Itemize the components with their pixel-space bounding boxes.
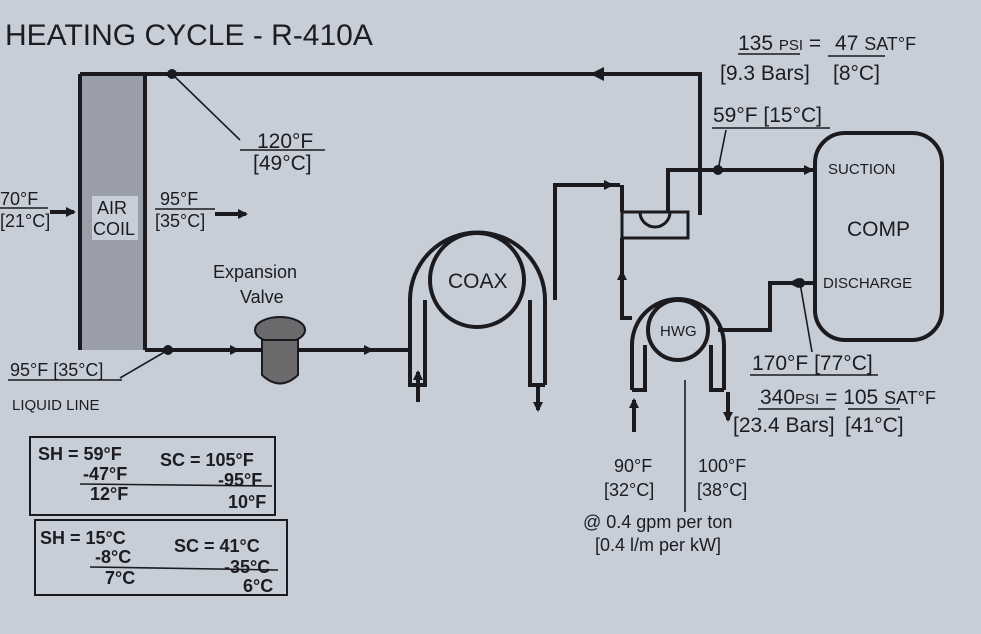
reversing-valve	[620, 185, 690, 240]
air-in-f: 70°F	[0, 189, 38, 209]
discharge-temp: 170°F [77°C]	[752, 352, 873, 375]
svg-text:6°C: 6°C	[243, 576, 273, 596]
expansion-valve-icon	[254, 316, 306, 385]
suction-sat-c: [8°C]	[833, 62, 880, 85]
svg-text:12°F: 12°F	[90, 484, 128, 504]
vapor-temp-c: [49°C]	[253, 152, 312, 175]
superheat-subcool-fahrenheit: SH = 59°F -47°F 12°F SC = 105°F -95°F 10…	[29, 436, 276, 516]
hwg-label: HWG	[660, 323, 697, 340]
suction-bars: [9.3 Bars]	[720, 62, 810, 85]
compressor	[813, 131, 944, 342]
flow-arrow-icon	[590, 67, 604, 81]
diagram-title: HEATING CYCLE - R-410A	[5, 19, 373, 52]
discharge-sat-c: [41°C]	[845, 414, 904, 437]
expansion-valve-label-2: Valve	[240, 287, 284, 307]
svg-text:7°C: 7°C	[105, 568, 135, 588]
svg-text:10°F: 10°F	[228, 492, 266, 512]
water-in-f: 90°F	[614, 456, 652, 476]
air-out-f: 95°F	[160, 189, 198, 209]
liquid-line-label: LIQUID LINE	[12, 397, 100, 414]
coax-label: COAX	[448, 270, 508, 293]
svg-text:-47°F: -47°F	[83, 464, 127, 484]
discharge-bars: [23.4 Bars]	[733, 414, 835, 437]
expansion-valve-label-1: Expansion	[213, 262, 297, 282]
air-out-c: [35°C]	[155, 211, 205, 231]
discharge-label: DISCHARGE	[823, 275, 912, 292]
flow-rate: @ 0.4 gpm per ton	[583, 512, 732, 532]
svg-text:-8°C: -8°C	[95, 547, 131, 567]
flow-rate-metric: [0.4 l/m per kW]	[595, 535, 721, 555]
suction-temp: 59°F [15°C]	[713, 104, 822, 127]
liquid-line-temp: 95°F [35°C]	[10, 360, 103, 380]
vapor-temp-f: 120°F	[257, 130, 313, 153]
coax-heat-exchanger	[408, 230, 547, 387]
water-out-f: 100°F	[698, 456, 746, 476]
air-in-c: [21°C]	[0, 211, 50, 231]
svg-text:-95°F: -95°F	[218, 470, 262, 490]
air-coil-label-2: COIL	[93, 219, 135, 239]
air-coil-label-1: AIR	[97, 198, 127, 218]
suction-pressure: 135 PSI = 47 SAT°F	[738, 32, 916, 55]
suction-label: SUCTION	[828, 161, 896, 178]
hwg-heat-exchanger	[620, 238, 726, 392]
water-in-c: [32°C]	[604, 480, 654, 500]
water-out-c: [38°C]	[697, 480, 747, 500]
svg-text:SC = 41°C: SC = 41°C	[174, 536, 260, 556]
svg-text:SC = 105°F: SC = 105°F	[160, 450, 254, 470]
svg-text:-35°C: -35°C	[224, 557, 270, 577]
svg-text:SH = 59°F: SH = 59°F	[38, 444, 122, 464]
compressor-label: COMP	[847, 218, 910, 241]
svg-text:SH = 15°C: SH = 15°C	[40, 528, 126, 548]
superheat-subcool-celsius: SH = 15°C -8°C 7°C SC = 41°C -35°C 6°C	[34, 519, 288, 596]
discharge-pressure: 340PSI = 105 SAT°F	[760, 386, 936, 409]
